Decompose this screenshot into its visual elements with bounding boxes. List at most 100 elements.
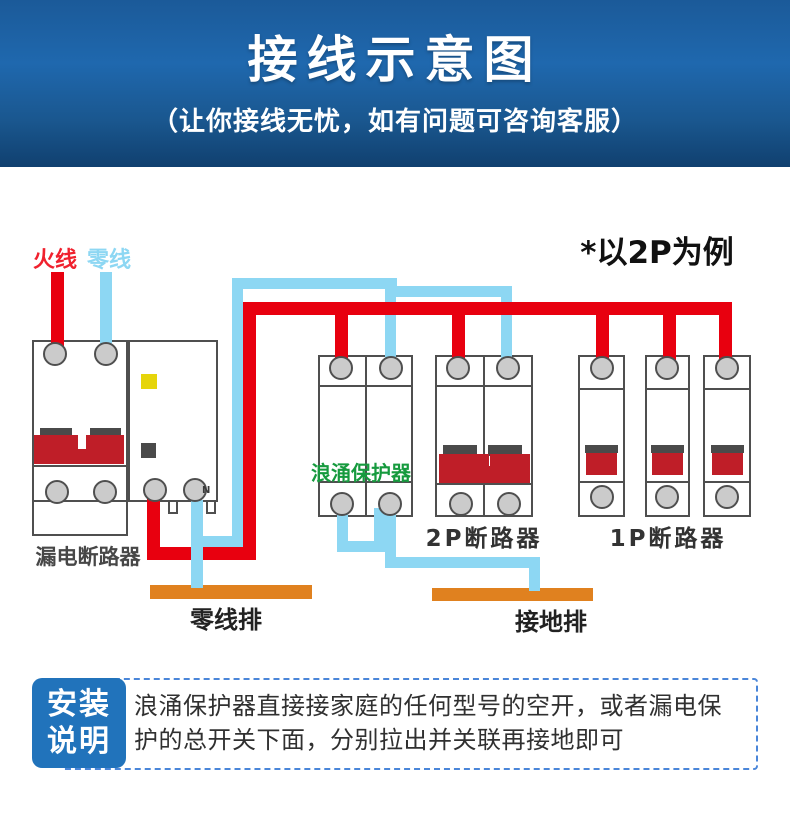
terminal — [183, 478, 207, 502]
terminal — [496, 356, 520, 380]
breaker-handle-cap[interactable] — [40, 428, 72, 437]
terminal — [94, 342, 118, 366]
divider-line — [320, 481, 411, 483]
ground-wire-to-bar — [529, 557, 540, 591]
terminal — [590, 485, 614, 509]
live-wire-label: 火线 — [32, 248, 77, 273]
neutral-bus-wire-left — [232, 278, 397, 289]
surge-protector-label: 浪涌保护器 — [311, 461, 411, 485]
divider-line — [705, 388, 749, 390]
breaker-handle-base[interactable] — [439, 466, 530, 483]
divider-line — [580, 388, 623, 390]
divider-line — [580, 481, 623, 483]
neutral-bar-label: 零线排 — [190, 606, 262, 634]
neutral-to-bar-wire — [191, 500, 203, 588]
terminal — [143, 478, 167, 502]
breaker-handle[interactable] — [712, 453, 743, 475]
ground-bar-label: 接地排 — [515, 608, 587, 636]
breaker-handle-base[interactable] — [34, 449, 124, 464]
terminal — [43, 342, 67, 366]
surge-loop-bottom — [337, 541, 385, 552]
divider-line — [647, 388, 688, 390]
indicator-window — [141, 443, 156, 458]
live-bus-wire — [243, 302, 732, 315]
neutral-wire-label: 零线 — [86, 248, 131, 273]
neutral-bar — [150, 585, 312, 599]
breaker-handle-cap[interactable] — [443, 445, 477, 456]
badge-line-1: 安装 — [47, 686, 111, 722]
terminal — [379, 356, 403, 380]
neutral-riser-wire — [232, 278, 243, 547]
terminal — [45, 480, 69, 504]
breaker-handle[interactable] — [439, 454, 489, 468]
neutral-drop-surge — [385, 278, 396, 372]
leakage-module-body — [128, 340, 218, 502]
divider-line — [34, 500, 126, 502]
breaker-handle-cap[interactable] — [585, 445, 618, 453]
install-note-badge: 安装 说明 — [32, 678, 126, 768]
terminal — [93, 480, 117, 504]
live-drop-1p-1 — [596, 302, 609, 372]
divider-line — [365, 357, 367, 515]
divider-line — [320, 385, 411, 387]
live-drop-1p-2 — [663, 302, 676, 372]
breaker-handle[interactable] — [34, 435, 78, 451]
note-line-2: 护的总开关下面，分别拉出并关联再接地即可 — [134, 726, 624, 754]
divider-line — [437, 483, 531, 485]
terminal — [590, 356, 614, 380]
neutral-feed-wire — [100, 272, 112, 360]
ground-wire-down — [385, 508, 396, 568]
terminal — [655, 485, 679, 509]
example-note: *以2P为例 — [580, 235, 734, 271]
live-drop-surge — [335, 302, 348, 372]
breaker-1p-label: 1P断路器 — [609, 526, 727, 552]
page-subtitle: （让你接线无忧，如有问题可咨询客服） — [151, 107, 638, 137]
surge-loop-right — [374, 508, 385, 552]
header-banner: 接线示意图 （让你接线无忧，如有问题可咨询客服） — [0, 0, 790, 167]
terminal — [329, 356, 353, 380]
breaker-1p-body — [645, 355, 690, 517]
live-drop-2p — [452, 302, 465, 372]
din-foot — [168, 500, 178, 514]
divider-line — [483, 357, 485, 515]
leakage-breaker-label: 漏电断路器 — [35, 545, 141, 569]
terminal — [378, 492, 402, 516]
n-terminal-label: N — [202, 485, 211, 496]
ground-wire-horizontal — [385, 557, 540, 568]
breaker-handle-cap[interactable] — [488, 445, 522, 456]
note-line-1: 浪涌保护器直接接家庭的任何型号的空开，或者漏电保 — [134, 692, 722, 720]
breaker-handle[interactable] — [652, 453, 683, 475]
terminal — [330, 492, 354, 516]
terminal — [446, 356, 470, 380]
neutral-tap-wire — [197, 536, 243, 547]
neutral-drop-2p — [501, 286, 512, 372]
breaker-2p-label: 2P断路器 — [425, 526, 543, 552]
ground-bar — [432, 588, 593, 601]
breaker-handle-cap[interactable] — [651, 445, 684, 453]
live-riser-wire — [243, 302, 256, 560]
divider-line — [647, 481, 688, 483]
neutral-bus-wire-right — [387, 286, 512, 297]
din-foot — [206, 500, 216, 514]
breaker-handle-cap[interactable] — [90, 428, 121, 437]
breaker-handle[interactable] — [86, 435, 124, 451]
live-feed-wire — [51, 272, 64, 360]
terminal — [449, 492, 473, 516]
live-out-down-wire — [147, 498, 160, 560]
breaker-handle[interactable] — [490, 454, 530, 468]
terminal — [655, 356, 679, 380]
install-note-box — [60, 678, 758, 770]
terminal — [715, 356, 739, 380]
divider-line — [437, 385, 531, 387]
breaker-handle[interactable] — [586, 453, 617, 475]
test-button[interactable] — [141, 374, 157, 389]
divider-line — [705, 481, 749, 483]
badge-line-2: 说明 — [47, 724, 111, 759]
breaker-handle-cap[interactable] — [711, 445, 744, 453]
divider-line — [34, 465, 126, 467]
live-drop-1p-3 — [719, 302, 732, 372]
install-note-text: 浪涌保护器直接接家庭的任何型号的空开，或者漏电保 护的总开关下面，分别拉出并关联… — [134, 689, 750, 757]
page-title: 接线示意图 — [247, 31, 543, 89]
terminal — [497, 492, 521, 516]
